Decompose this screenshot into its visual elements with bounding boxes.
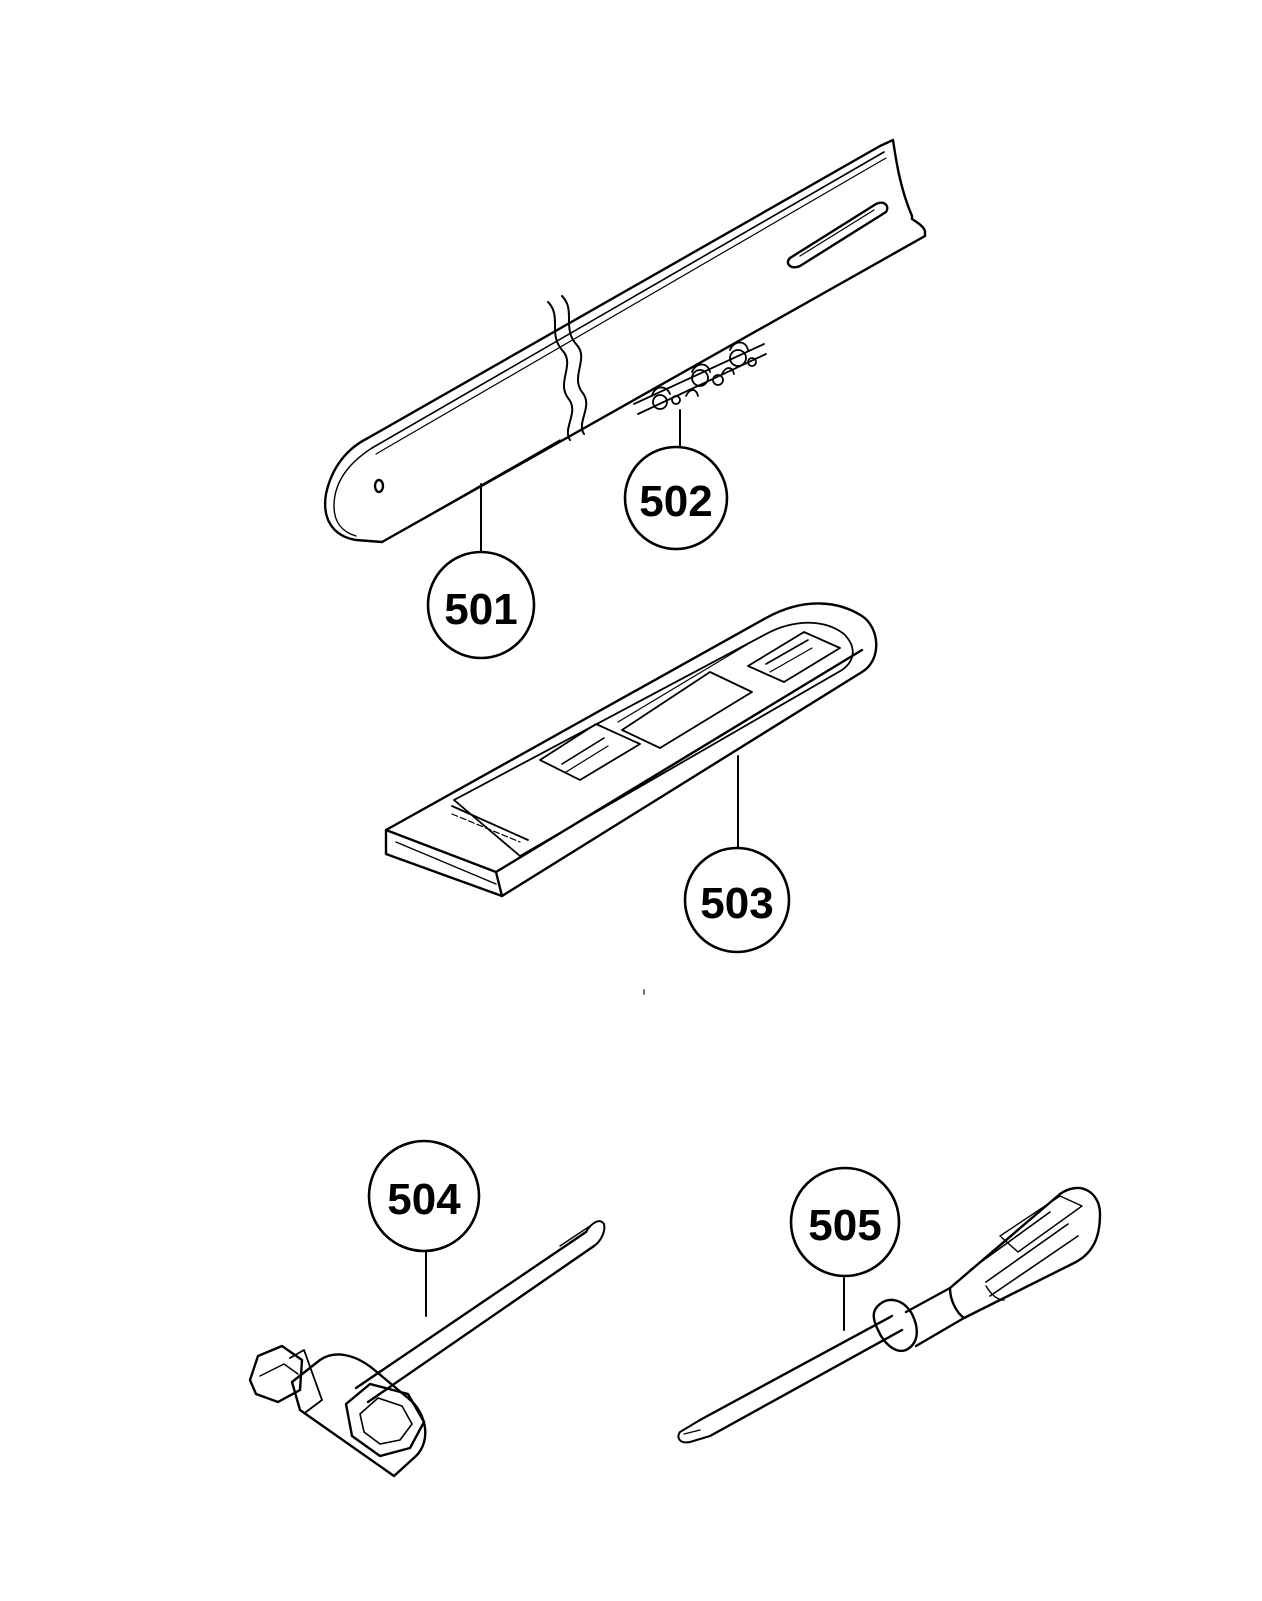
callout-label-504: 504	[387, 1175, 461, 1224]
saw-chain-drawing	[633, 341, 767, 449]
guide-bar-drawing	[323, 138, 927, 553]
callout-505: 505	[789, 1166, 901, 1278]
callout-label-501: 501	[444, 585, 517, 634]
callout-502: 502	[623, 445, 729, 551]
callout-label-502: 502	[639, 477, 712, 526]
callout-504: 504	[367, 1139, 481, 1253]
callout-503: 503	[683, 846, 791, 954]
bar-cover-drawing	[384, 602, 878, 898]
combination-wrench-drawing	[248, 1220, 606, 1478]
callout-label-505: 505	[808, 1201, 881, 1250]
callout-501: 501	[426, 550, 536, 660]
callout-label-503: 503	[700, 879, 773, 928]
screwdriver-drawing	[677, 1186, 1102, 1444]
